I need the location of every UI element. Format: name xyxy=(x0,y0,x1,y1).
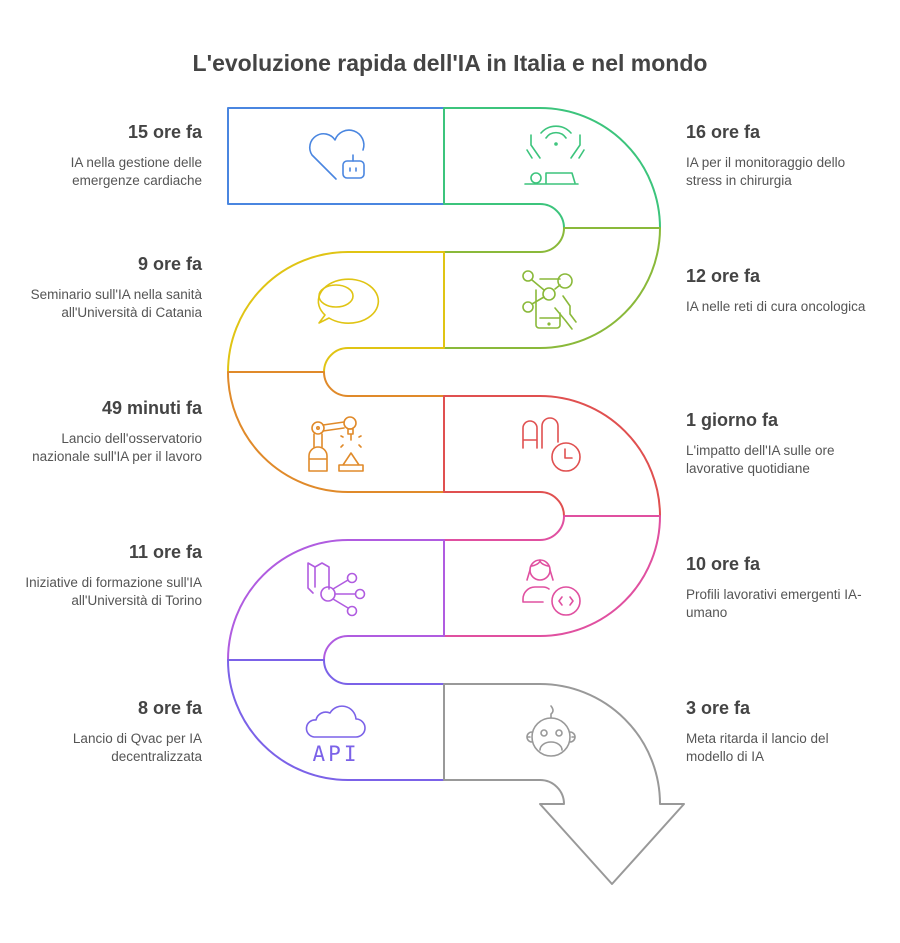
item-description: Iniziative di formazione sull'IA all'Uni… xyxy=(25,575,202,608)
timeline-item-1: 15 ore fa IA nella gestione delle emergen… xyxy=(12,122,202,190)
item-time: 15 ore fa xyxy=(127,122,202,142)
item-description: IA nella gestione delle emergenze cardia… xyxy=(70,155,202,188)
item-description: Lancio di Qvac per IA decentralizzata xyxy=(72,731,202,764)
timeline-item-7: 10 ore fa Profili lavorativi emergenti IA… xyxy=(686,554,876,622)
robotic-arm-icon xyxy=(308,416,364,472)
timeline-item-3: 12 ore fa IA nelle reti di cura oncologic… xyxy=(686,266,876,316)
item-time: 3 ore fa xyxy=(686,698,751,718)
timeline-item-8: 11 ore fa Iniziative di formazione sull'I… xyxy=(12,542,202,610)
segment-5 xyxy=(227,371,445,493)
segment-3 xyxy=(443,227,661,349)
heart-robot-icon xyxy=(309,129,365,180)
item-time: 9 ore fa xyxy=(137,254,202,274)
item-time: 8 ore fa xyxy=(137,698,202,718)
item-time: 49 minuti fa xyxy=(101,398,202,418)
item-description: Meta ritarda il lancio del modello di IA xyxy=(686,731,829,764)
timeline-item-10: 3 ore fa Meta ritarda il lancio del model… xyxy=(686,698,876,766)
segment-2 xyxy=(443,107,661,229)
ai-clock-icon xyxy=(522,417,581,472)
network-phone-icon xyxy=(522,270,577,330)
segment-6 xyxy=(443,395,661,517)
robot-head-icon xyxy=(526,705,576,757)
item-time: 10 ore fa xyxy=(686,554,761,574)
item-description: Profili lavorativi emergenti IA-umano xyxy=(686,587,862,620)
item-description: Lancio dell'osservatorio nazionale sull'… xyxy=(32,431,202,464)
segment-9 xyxy=(227,659,445,781)
book-network-icon xyxy=(307,562,366,617)
item-time: 12 ore fa xyxy=(686,266,761,286)
timeline-item-4: 9 ore fa Seminario sull'IA nella sanità a… xyxy=(12,254,202,322)
cloud-api-icon xyxy=(305,705,366,738)
item-description: IA per il monitoraggio dello stress in c… xyxy=(686,155,846,188)
item-description: IA nelle reti di cura oncologica xyxy=(686,299,866,314)
item-time: 16 ore fa xyxy=(686,122,761,142)
segment-7 xyxy=(443,515,661,637)
item-time: 11 ore fa xyxy=(128,542,202,562)
timeline-item-9: 8 ore fa Lancio di Qvac per IA decentrali… xyxy=(12,698,202,766)
page-title: L'evoluzione rapida dell'IA in Italia e … xyxy=(192,50,708,76)
item-time: 1 giorno fa xyxy=(686,410,779,430)
item-description: Seminario sull'IA nella sanità all'Unive… xyxy=(30,287,202,320)
timeline-item-2: 16 ore fa IA per il monitoraggio dello st… xyxy=(686,122,876,190)
api-label: API xyxy=(313,742,360,766)
segment-10-arrow xyxy=(443,683,685,885)
segment-4 xyxy=(227,251,445,373)
speech-bubble-icon xyxy=(317,278,380,324)
developer-person-icon xyxy=(522,559,581,616)
segment-1 xyxy=(227,107,445,205)
timeline-item-5: 49 minuti fa Lancio dell'osservatorio naz… xyxy=(12,398,202,466)
timeline-item-6: 1 giorno fa L'impatto dell'IA sulle ore l… xyxy=(686,410,876,478)
item-description: L'impatto dell'IA sulle ore lavorative q… xyxy=(686,443,835,476)
segment-8 xyxy=(227,539,445,661)
surgery-monitor-icon xyxy=(524,125,585,185)
